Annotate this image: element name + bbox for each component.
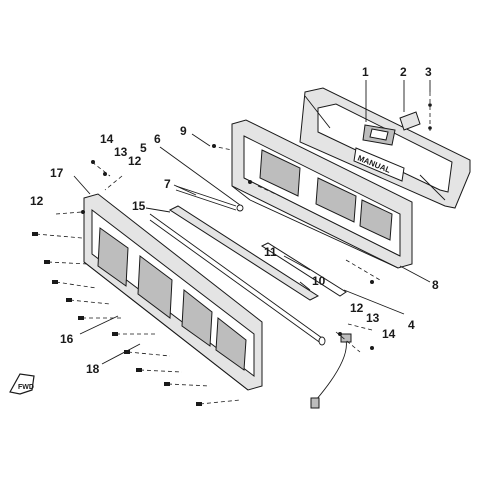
leader-lines: [73, 80, 431, 365]
label-part-9: 9: [180, 124, 187, 138]
label-part-8: 8: [432, 278, 439, 292]
callout-labels: 1 2 3 9 14 6 13 5 12 17 7 12 15 11 10 8 …: [30, 65, 439, 376]
label-part-12-top: 12: [128, 154, 142, 168]
label-part-10: 10: [312, 274, 326, 288]
label-part-3: 3: [425, 65, 432, 79]
label-part-7: 7: [164, 177, 171, 191]
label-part-12-right: 12: [350, 301, 364, 315]
bolts-left: [32, 144, 374, 406]
label-part-4: 4: [408, 318, 415, 332]
fwd-arrow-text: FWD: [18, 384, 34, 391]
front-tailgate-panel: [83, 193, 263, 391]
label-part-6: 6: [154, 132, 161, 146]
outer-cover-panel: MANUAL: [299, 87, 471, 209]
latch-cable: [310, 333, 352, 409]
bezel-screws: [428, 92, 432, 132]
label-part-17: 17: [50, 166, 64, 180]
label-part-2: 2: [400, 65, 407, 79]
label-part-1: 1: [362, 65, 369, 79]
label-part-16: 16: [60, 332, 74, 346]
fwd-arrow: FWD: [9, 373, 35, 395]
label-part-14-top: 14: [100, 132, 114, 146]
label-part-13-right: 13: [366, 311, 380, 325]
label-part-15: 15: [132, 199, 146, 213]
label-part-5: 5: [140, 141, 147, 155]
label-part-18: 18: [86, 362, 100, 376]
inner-tailgate-frame: [231, 119, 413, 269]
handle-bezel: [399, 111, 421, 131]
tubes: [168, 205, 347, 301]
label-part-12-left: 12: [30, 194, 44, 208]
label-part-11: 11: [264, 245, 277, 259]
label-part-14-right: 14: [382, 327, 396, 341]
label-part-13-top: 13: [114, 145, 128, 159]
